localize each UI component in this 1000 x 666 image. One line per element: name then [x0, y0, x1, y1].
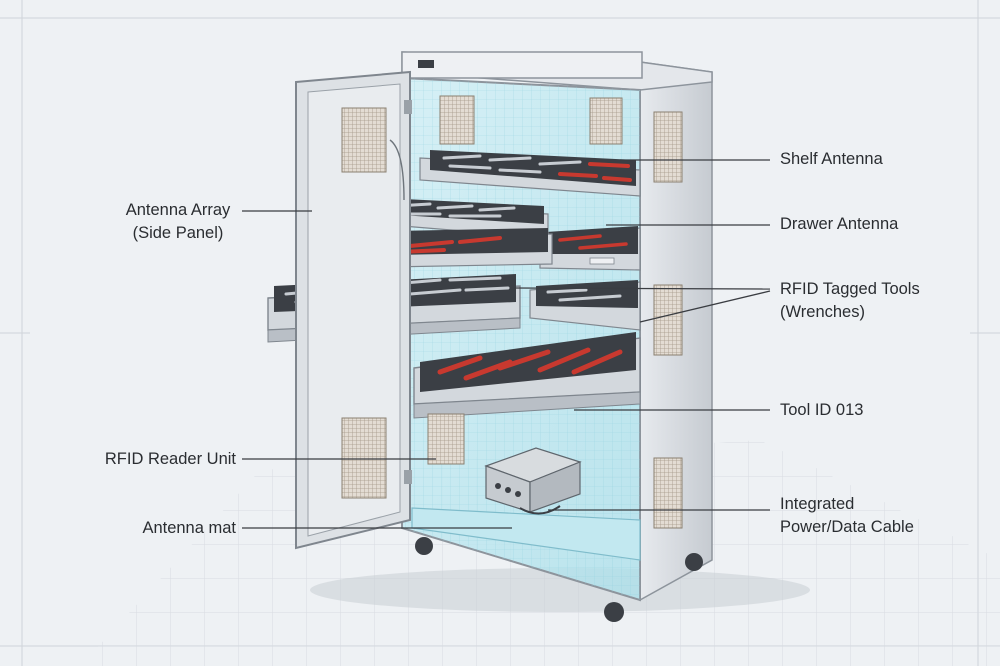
rfid-reader-box [484, 447, 582, 515]
callout-antenna-array: Antenna Array (Side Panel) [125, 201, 231, 242]
side-antenna-panel [653, 111, 683, 183]
cabinet-shadow [310, 568, 810, 612]
callout-rfid-reader-unit: RFID Reader Unit [104, 450, 236, 468]
cabinet-top-front [401, 51, 643, 79]
callout-tool-id: Tool ID 013 [780, 401, 864, 419]
side-antenna-panel [653, 284, 683, 356]
drawer-pliers [413, 332, 641, 419]
callout-power-data-cable: Integrated Power/Data Cable [780, 495, 914, 536]
callout-shelf-antenna: Shelf Antenna [780, 150, 883, 168]
callout-drawer-antenna: Drawer Antenna [780, 215, 899, 233]
back-antenna-panel [589, 97, 623, 145]
lower-antenna-panel [427, 413, 465, 465]
side-antenna-panel [653, 457, 683, 529]
right-drawer-upper [539, 226, 641, 271]
back-antenna-panel [439, 95, 475, 145]
casters [415, 537, 703, 622]
status-display [418, 60, 434, 68]
leader-lines [242, 159, 771, 529]
cabinet-door [295, 70, 412, 550]
right-drawer-middle [529, 280, 641, 331]
shelf-tray [419, 150, 641, 197]
antenna-mat [411, 507, 641, 561]
callout-antenna-mat: Antenna mat [142, 519, 236, 537]
callout-rfid-tagged-tools: RFID Tagged Tools (Wrenches) [780, 280, 920, 321]
